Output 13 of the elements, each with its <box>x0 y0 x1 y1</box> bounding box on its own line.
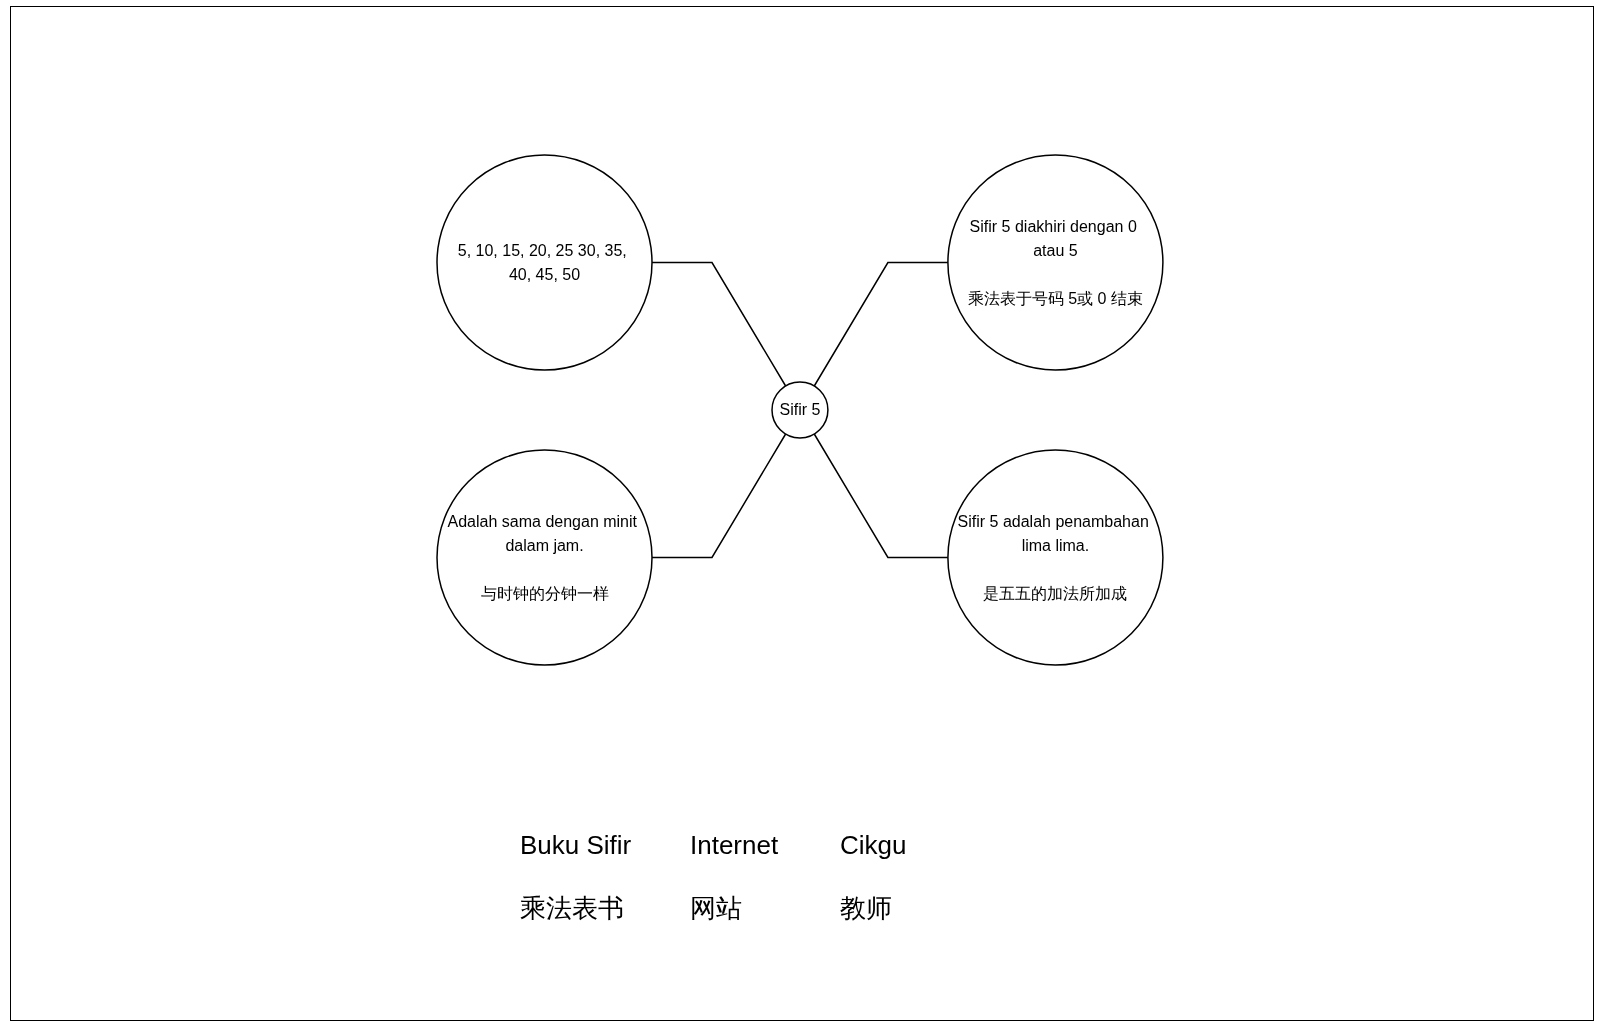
source-label: 教师 <box>840 892 893 925</box>
source-label: Internet <box>690 830 780 861</box>
source-label: 乘法表书 <box>520 892 625 925</box>
node-circle: Sifir 5 adalah penambahan lima lima. 是五五的加法所加成 <box>947 449 1164 666</box>
source-label: 网站 <box>690 892 743 925</box>
node-circle: 5, 10, 15, 20, 25 30, 35, 40, 45, 50 <box>436 154 653 371</box>
node-circle: Sifir 5 diakhiri dengan 0 atau 5 乘法表于号码 5或 0 结束 <box>947 154 1164 371</box>
connector <box>813 261 949 387</box>
node-circle: Sifir 5 <box>771 381 829 439</box>
node-circle: Adalah sama dengan minit dalam jam. 与时钟的分钟一样 <box>436 449 653 666</box>
source-label: Buku Sifir <box>520 830 633 861</box>
source-label: Cikgu <box>840 830 908 861</box>
connector <box>813 433 949 559</box>
